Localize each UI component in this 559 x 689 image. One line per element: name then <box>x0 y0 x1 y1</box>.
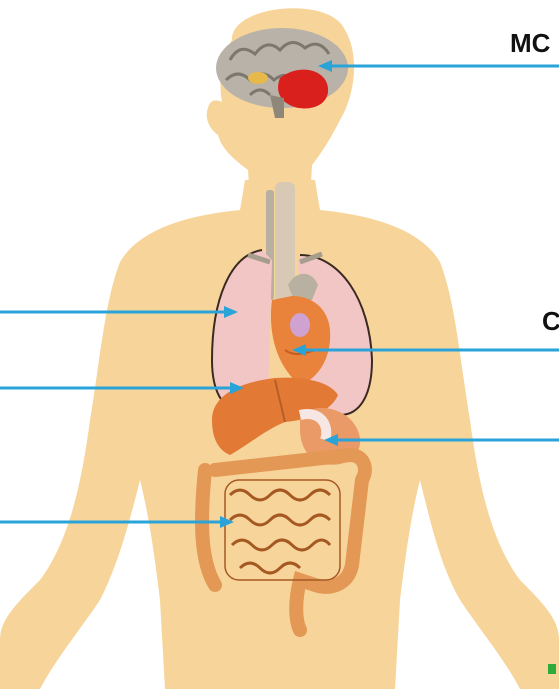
heart-atrium <box>290 313 310 337</box>
label-brain: MC <box>510 30 550 56</box>
brain-thalamus <box>248 72 268 84</box>
label-heart: C <box>542 308 559 334</box>
green-logo-icon <box>548 664 556 674</box>
